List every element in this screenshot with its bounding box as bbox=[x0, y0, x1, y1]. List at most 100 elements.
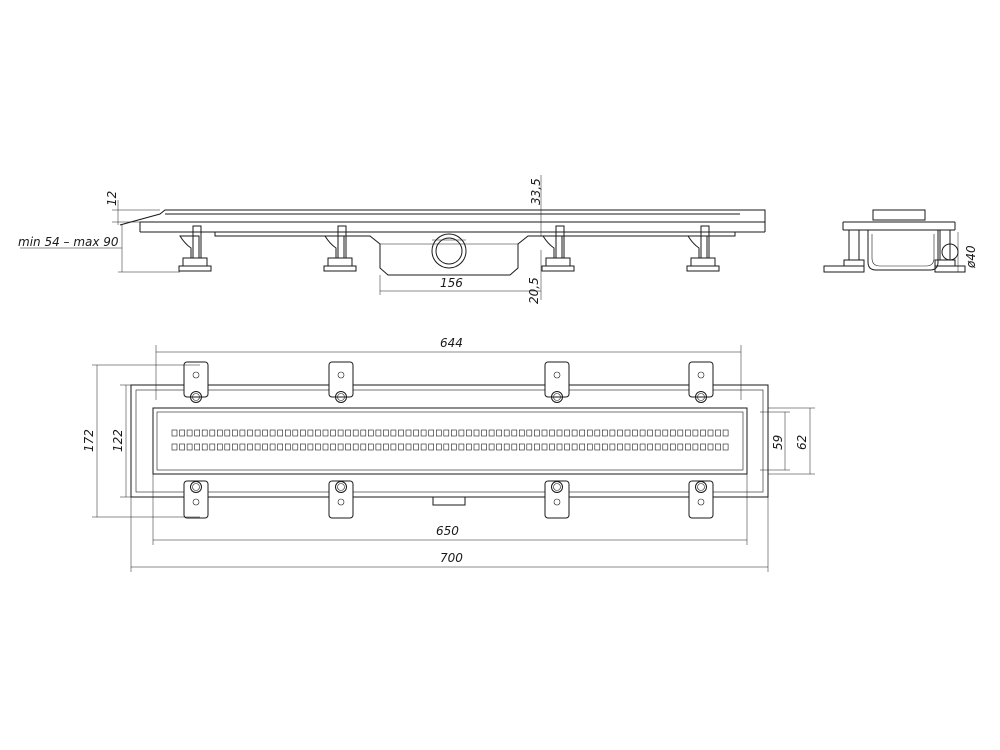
grate-slot bbox=[375, 429, 382, 437]
grate-slot bbox=[526, 443, 533, 451]
grate-slot bbox=[707, 429, 714, 437]
grate-slot bbox=[571, 443, 578, 451]
grate-slot bbox=[624, 429, 631, 437]
grate-slot bbox=[330, 443, 336, 451]
grate-slot bbox=[639, 429, 646, 437]
grate-slot bbox=[617, 429, 623, 437]
grate-slot bbox=[617, 443, 623, 451]
grate-slot bbox=[511, 429, 518, 437]
grate-slot bbox=[307, 443, 314, 451]
grate-slot bbox=[511, 443, 518, 451]
grate-slot bbox=[564, 429, 570, 437]
mounting-bracket bbox=[328, 480, 354, 519]
grate-slot bbox=[307, 429, 314, 437]
grate-slot bbox=[594, 443, 601, 451]
grate-slot bbox=[194, 443, 200, 451]
grate-slot bbox=[685, 443, 691, 451]
grate-slot bbox=[700, 429, 706, 437]
grate-slot bbox=[209, 429, 216, 437]
grate-slot bbox=[383, 429, 389, 437]
grate-slot bbox=[609, 429, 616, 437]
grate-slot bbox=[556, 443, 563, 451]
grate-slot bbox=[398, 443, 404, 451]
grate-slot bbox=[722, 429, 729, 437]
grate-slot bbox=[435, 443, 442, 451]
grate-slot bbox=[564, 443, 570, 451]
dim-channel-width: 122 bbox=[111, 429, 125, 452]
grate-slot bbox=[669, 429, 676, 437]
grate-slot bbox=[217, 429, 223, 437]
grate-slot bbox=[292, 429, 299, 437]
dim-flange-length: 644 bbox=[440, 336, 463, 350]
grate-slot bbox=[594, 429, 601, 437]
mounting-bracket bbox=[688, 480, 714, 519]
grate-slot bbox=[503, 429, 510, 437]
dim-outlet-depth: 20,5 bbox=[527, 277, 541, 304]
grate-slot bbox=[345, 443, 351, 451]
grate-slot bbox=[269, 443, 276, 451]
grate-slot bbox=[254, 443, 261, 451]
grate-slot bbox=[375, 443, 382, 451]
grate-slots bbox=[171, 429, 729, 451]
grate-slot bbox=[473, 443, 480, 451]
grate-slot bbox=[322, 429, 329, 437]
grate-slot bbox=[450, 429, 457, 437]
grate-slot bbox=[239, 443, 246, 451]
dim-grate-outer-width: 62 bbox=[795, 435, 809, 450]
dim-total-width: 172 bbox=[82, 429, 96, 452]
grate-slot bbox=[201, 429, 208, 437]
grate-slot bbox=[707, 443, 714, 451]
grate-slot bbox=[541, 443, 548, 451]
dim-outlet-offset: 156 bbox=[440, 276, 463, 290]
grate-slot bbox=[503, 443, 510, 451]
grate-slot bbox=[466, 443, 472, 451]
grate-slot bbox=[420, 429, 427, 437]
grate-slot bbox=[428, 443, 435, 451]
grate-slot bbox=[692, 443, 699, 451]
grate-slot bbox=[171, 443, 178, 451]
grate-slot bbox=[586, 443, 593, 451]
grate-slot bbox=[315, 429, 321, 437]
grate-slot bbox=[450, 443, 457, 451]
grate-slot bbox=[518, 429, 525, 437]
grate-slot bbox=[217, 443, 223, 451]
grate-slot bbox=[496, 429, 502, 437]
grate-slot bbox=[518, 443, 525, 451]
grate-slot bbox=[488, 443, 495, 451]
dim-center-height: 33,5 bbox=[529, 178, 543, 205]
grate-slot bbox=[390, 429, 397, 437]
grate-slot bbox=[496, 443, 502, 451]
end-view: ø40 bbox=[823, 209, 978, 273]
grate-slot bbox=[443, 429, 450, 437]
grate-slot bbox=[549, 429, 555, 437]
grate-slot bbox=[677, 443, 684, 451]
grate-slot bbox=[315, 443, 321, 451]
grate-slot bbox=[269, 429, 276, 437]
grate-slot bbox=[337, 443, 344, 451]
grate-slot bbox=[398, 429, 404, 437]
plan-view: 644 172 122 59 62 650 700 bbox=[82, 336, 815, 572]
grate-slot bbox=[534, 429, 540, 437]
grate-slot bbox=[458, 429, 465, 437]
grate-slot bbox=[413, 429, 419, 437]
grate-slot bbox=[685, 429, 691, 437]
mounting-bracket bbox=[328, 361, 354, 403]
grate-slot bbox=[722, 443, 729, 451]
grate-slot bbox=[360, 443, 367, 451]
grate-slot bbox=[624, 443, 631, 451]
grate-slot bbox=[435, 429, 442, 437]
grate-slot bbox=[481, 429, 487, 437]
grate-slot bbox=[413, 443, 419, 451]
grate-slot bbox=[466, 429, 472, 437]
grate-slot bbox=[405, 429, 412, 437]
grate-slot bbox=[488, 429, 495, 437]
grate-slot bbox=[224, 429, 231, 437]
grate-slot bbox=[300, 429, 306, 437]
grate-slot bbox=[201, 443, 208, 451]
grate-slot bbox=[232, 429, 238, 437]
grate-slot bbox=[647, 443, 653, 451]
dim-grate-width: 59 bbox=[771, 435, 785, 450]
grate-slot bbox=[601, 429, 608, 437]
grate-slot bbox=[337, 429, 344, 437]
grate-slot bbox=[247, 429, 253, 437]
